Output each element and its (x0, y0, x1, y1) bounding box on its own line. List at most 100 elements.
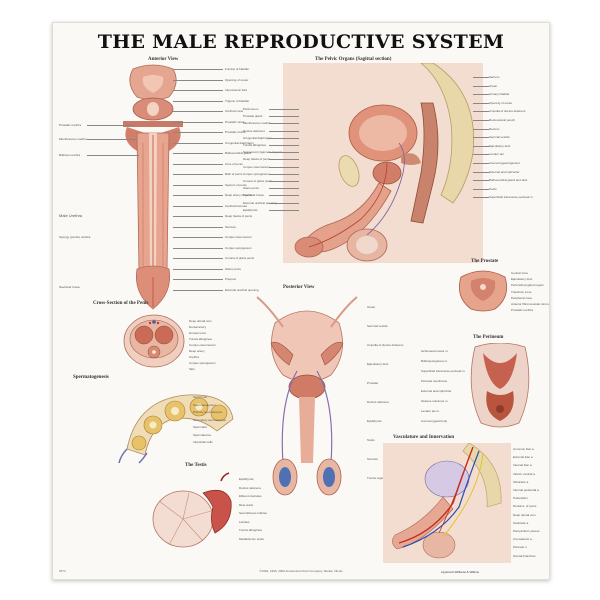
anatomy-label: External iliac a. (513, 455, 534, 460)
leader-line (173, 121, 223, 123)
anatomy-label: Periurethral gland region (511, 283, 544, 288)
anatomy-label: Ejaculatory duct (511, 277, 533, 282)
anatomy-label: Urogenital diaphragm (225, 140, 254, 145)
anatomy-label: Interureteric fold (225, 88, 247, 92)
leader-line (173, 132, 223, 133)
leader-line (173, 289, 223, 291)
leader-line (473, 171, 489, 173)
anatomy-label: Testis (367, 438, 375, 442)
anatomy-label: Suspensory ligament of penis (243, 150, 283, 155)
panel-title-cross-section: Cross-Section of the Penis (93, 301, 149, 306)
leader-line (269, 209, 299, 211)
anatomy-label: Epididymis (367, 419, 382, 423)
anatomy-label: Tunica vaginalis (367, 476, 389, 480)
leader-line (269, 152, 299, 154)
anatomy-label: Opening of ureter (225, 77, 249, 82)
anatomy-label: Anococcygeal ligament (489, 161, 520, 165)
anatomy-label: Navicular fossa (243, 193, 264, 198)
anatomy-label: Seminiferous tubules (239, 511, 268, 515)
anatomy-label: Pudendal n. (513, 496, 530, 501)
leader-line (173, 142, 223, 144)
anatomy-label: Spermatid (193, 425, 207, 429)
leader-line (87, 139, 137, 140)
anatomy-label: Common iliac a. (513, 447, 535, 451)
anatomy-label: Ampulla of ductus deferens (489, 109, 526, 114)
leader-line (473, 111, 489, 113)
leader-line (473, 180, 489, 182)
anatomy-label: Internal pudendal a. (513, 488, 540, 492)
leader-line (473, 154, 489, 156)
anatomy-label: Seminal vesicle (367, 324, 388, 328)
anatomy-label: Mediastinum testis (239, 536, 264, 541)
anatomy-label: Glans penis (225, 266, 241, 271)
anatomy-label: Anterior fibromuscular stroma (511, 302, 550, 306)
anatomy-label: Ductus deferens (367, 400, 389, 404)
leader-line (173, 247, 223, 249)
leader-line (173, 69, 223, 70)
anatomy-label: Peripheral zone (511, 295, 533, 300)
anatomy-label: Corpus spongiosum (225, 245, 252, 250)
leader-line (473, 128, 489, 130)
anatomy-label: Tunica albuginea (189, 337, 212, 341)
anatomy-label: External anal sphincter (489, 169, 520, 174)
label-navicular-fossa: Navicular fossa (59, 285, 80, 289)
anatomy-label: Lobules (239, 519, 250, 524)
anatomy-label: Ductus deferens (243, 128, 265, 133)
leader-line (173, 100, 223, 102)
anatomy-label: Bulbourethral gland and duct (489, 178, 528, 183)
label-membranous-urethra: Membranous urethra (59, 137, 87, 141)
leader-line (269, 116, 299, 118)
anatomy-label: Prostate (367, 381, 379, 385)
anatomy-label: Trigone of bladder (225, 98, 250, 103)
anatomy-label: Inferior vesical a. (513, 471, 536, 476)
leader-line (269, 123, 299, 125)
leader-line (87, 155, 139, 156)
posterior-view-illustration (256, 296, 358, 496)
leader-line (269, 159, 299, 161)
anatomy-label: Spermatozoa (193, 432, 211, 437)
leader-line (173, 153, 223, 154)
anatomy-label: Obturator a. (513, 479, 530, 484)
anatomy-label: Seminal vesicle (489, 135, 510, 140)
publisher-logo: Lippincott Williams & Wilkins (440, 570, 479, 574)
anatomy-label: Prostatic utricle (225, 130, 246, 134)
anatomy-label: Bulbospongiosus m. (421, 359, 449, 363)
anatomy-label: Superficial transverse perineal m. (421, 369, 466, 373)
panel-title-perineum: The Perineum (473, 335, 504, 340)
anatomy-label: Gluteus maximus m. (421, 399, 449, 403)
leader-line (473, 120, 489, 121)
panel-title-testis: The Testis (185, 463, 207, 468)
anatomy-label: Corpus cavernosum (225, 235, 252, 239)
anterior-view-illustration (123, 64, 183, 310)
anatomy-label: Rectum (489, 126, 500, 131)
testis-illustration (152, 472, 232, 548)
panel-title-anterior: Anterior View (148, 57, 179, 62)
leader-line (473, 197, 489, 199)
anatomy-label: Ductus deferens (239, 485, 261, 490)
anatomy-label: Sertoli cell (193, 395, 207, 399)
anatomy-label: Corpus cavernosum (243, 164, 270, 169)
anatomy-label: Skin (189, 367, 195, 371)
panel-title-vasculature: Vasculature and Innervation (393, 435, 455, 440)
anatomy-label: Superficial transverse perineal m. (489, 195, 534, 200)
anatomy-label: Bulbourethral gland (225, 151, 252, 155)
anatomy-label: Testis (489, 186, 497, 191)
leader-line (173, 258, 223, 259)
leader-line (173, 174, 223, 175)
poster-title: THE MALE REPRODUCTIVE SYSTEM (97, 31, 505, 53)
anatomy-label: Cremasteric a. (513, 537, 533, 542)
anatomy-label: Levator ani m. (421, 409, 441, 413)
leader-line (269, 166, 299, 168)
anatomy-label: Corpus spongiosum (189, 361, 216, 365)
catalog-number: 9872 (59, 569, 66, 573)
anatomy-label: Ureter (489, 83, 498, 88)
anatomy-label: Epididymis (239, 477, 254, 481)
anatomy-label: Deep artery (189, 349, 205, 353)
leader-line (269, 137, 299, 139)
anatomy-label: Prostate gland (243, 114, 263, 119)
spermatogenesis-illustration (118, 394, 234, 464)
anatomy-label: Ejaculatory duct (367, 362, 389, 366)
anatomy-label: Levator ani (489, 152, 504, 157)
anatomy-label: Urethral lacunae (225, 203, 248, 208)
copyright-footer: ©1994, 1995, 2000 Anatomical Chart Compa… (259, 569, 343, 573)
